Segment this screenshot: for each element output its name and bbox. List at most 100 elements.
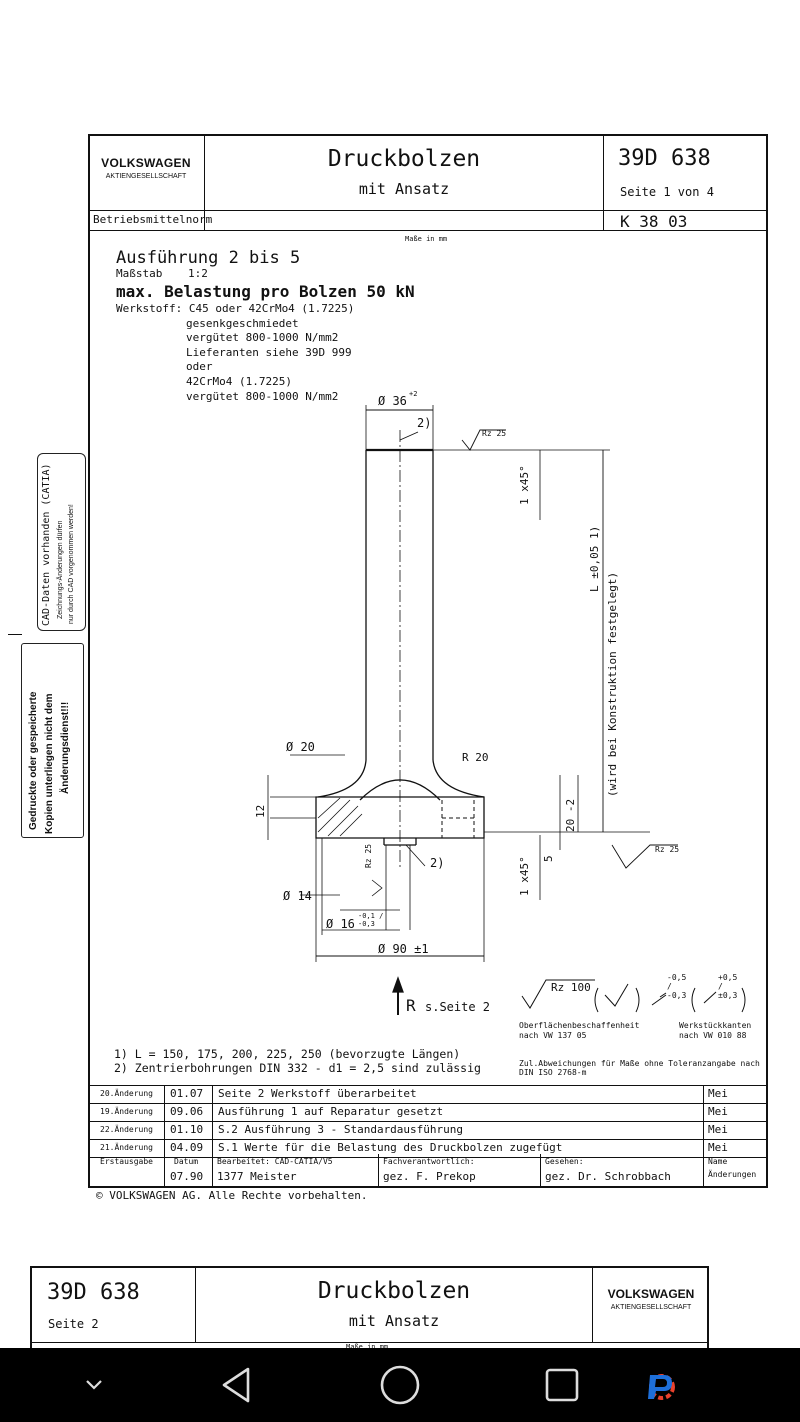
back-icon[interactable] (196, 1348, 276, 1422)
note-2-top: 2) (417, 416, 432, 430)
footer-col-divider (540, 1154, 541, 1187)
revision-by: Mei (708, 1141, 728, 1154)
seen-label: Gesehen: (545, 1157, 584, 1166)
page2-doc-number: 39D 638 (47, 1280, 140, 1305)
revision-name: 22.Änderung (100, 1125, 153, 1134)
view-r-label: R (406, 996, 416, 1015)
revision-row: 21.Änderung 04.09 S.1 Werte für die Bela… (88, 1140, 768, 1158)
revision-text: S.1 Werte für die Belastung des Druckbol… (218, 1141, 563, 1154)
revision-date: 09.06 (170, 1105, 204, 1118)
home-icon[interactable] (360, 1348, 440, 1422)
print-notice: Gedruckte oder gespeicherte Kopien unter… (21, 643, 84, 838)
footnote-2: 2) Zentrierbohrungen DIN 332 - d1 = 2,5 … (114, 1061, 481, 1075)
rz25-top: Rz 25 (482, 429, 507, 438)
side-tick (8, 634, 22, 635)
revision-col-divider (212, 1085, 213, 1187)
dim-r20: R 20 (462, 751, 489, 764)
brand-name: VOLKSWAGEN (101, 156, 191, 170)
revision-col-divider (703, 1085, 704, 1187)
brand-sub: AKTIENGESELLSCHAFT (105, 173, 187, 180)
length-note: (wird bei Konstruktion festgelegt) (606, 571, 619, 797)
revision-row: 19.Änderung 09.06 Ausführung 1 auf Repar… (88, 1104, 768, 1122)
revision-name: 19.Änderung (100, 1107, 153, 1116)
category-label: Betriebsmittelnorm (93, 213, 213, 226)
dim-dia20: Ø 20 (286, 740, 315, 754)
worked-label: Bearbeitet: CAD-CATIA/V5 (217, 1157, 333, 1166)
cad-notice-line: Zeichnungs-Änderungen dürfen (57, 520, 64, 619)
copyright: © VOLKSWAGEN AG. Alle Rechte vorbehalten… (96, 1189, 368, 1202)
revision-date: 01.10 (170, 1123, 204, 1136)
recents-icon[interactable] (522, 1348, 602, 1422)
revision-table: 20.Änderung 01.07 Seite 2 Werkstoff über… (88, 1086, 768, 1158)
responsible-value: gez. F. Prekop (383, 1170, 476, 1183)
changes-label: Änderungen (708, 1170, 757, 1179)
worked-value: 1377 Meister (217, 1170, 297, 1183)
dim-dia14: Ø 14 (283, 889, 312, 903)
material-line: Lieferanten siehe 39D 999 (186, 345, 352, 359)
page2-divider (195, 1266, 196, 1342)
page2-rule (30, 1342, 709, 1343)
revision-text: Seite 2 Werkstoff überarbeitet (218, 1087, 417, 1100)
revision-text: Ausführung 1 auf Reparatur gesetzt (218, 1105, 444, 1118)
note-2-bottom: 2) (430, 856, 445, 870)
date-label: Datum (174, 1157, 199, 1166)
name-label: Name (708, 1157, 728, 1166)
dim-dia16-tol: -0,1 / -0,3 (358, 912, 384, 928)
print-notice-line: Gedruckte oder gespeicherte (28, 691, 39, 830)
material-line: Werkstoff: C45 oder 42CrMo4 (1.7225) (116, 302, 355, 315)
chamfer-bottom: 1 x45° (518, 856, 531, 896)
material-line: gesenkgeschmiedet (186, 316, 299, 330)
revision-by: Mei (708, 1123, 728, 1136)
app-logo-icon[interactable] (620, 1348, 700, 1422)
dim-20: 20 -2 (564, 798, 577, 832)
footnote-1: 1) L = 150, 175, 200, 225, 250 (bevorzug… (114, 1047, 461, 1061)
material-line: oder (186, 360, 213, 374)
page2-divider (592, 1266, 593, 1342)
page2-title: Druckbolzen (317, 1278, 471, 1304)
edge-tol-2: +0,5 / ±0,3 (718, 973, 738, 1000)
revision-row: 22.Änderung 01.10 S.2 Ausführung 3 - Sta… (88, 1122, 768, 1140)
edge-tol-1: -0,5 / -0,3 (667, 973, 687, 1000)
revision-date: 01.07 (170, 1087, 204, 1100)
rz25-bottom-left: Rz 25 (364, 843, 373, 868)
revision-col-divider (164, 1085, 165, 1187)
cad-notice-title: CAD-Daten vorhanden (CATIA) (41, 463, 52, 626)
header-rule (88, 230, 768, 231)
revision-name: 20.Änderung (100, 1089, 153, 1098)
dim-dia90: Ø 90 ±1 (378, 942, 429, 956)
units-note: Maße in mm (405, 235, 448, 243)
rz25-bottom-right: Rz 25 (655, 845, 680, 854)
revision-date: 04.09 (170, 1141, 204, 1154)
chamfer-top: 1 x45° (518, 465, 531, 505)
page-info: Seite 1 von 4 (620, 185, 714, 199)
page2-page: Seite 2 (48, 1317, 99, 1331)
page2-subtitle: mit Ansatz (348, 1312, 440, 1330)
revision-text: S.2 Ausführung 3 - Standardausführung (218, 1123, 464, 1136)
chevron-down-icon[interactable] (54, 1348, 134, 1422)
revision-row: 20.Änderung 01.07 Seite 2 Werkstoff über… (88, 1086, 768, 1104)
variant-label: Ausführung 2 bis 5 (116, 248, 301, 268)
dim-12: 12 (254, 804, 267, 818)
material-line: vergütet 800-1000 N/mm2 (186, 331, 339, 345)
footer-col-divider (378, 1154, 379, 1187)
dim-top-tol: +2 (409, 390, 418, 398)
cad-notice-line: nur durch CAD vorgenommen werden! (68, 504, 75, 624)
page2-units-note: Maße in mm (346, 1343, 389, 1348)
print-notice-line: Kopien unterliegen nicht dem (44, 693, 55, 834)
revision-name: 21.Änderung (100, 1143, 153, 1152)
drawing-sheet (88, 134, 768, 1188)
rz100-label: Rz 100 (551, 981, 591, 994)
page2-sheet (30, 1266, 709, 1348)
scale-label: Maßstab (116, 267, 163, 280)
scale-value: 1:2 (188, 267, 208, 280)
max-load: max. Belastung pro Bolzen 50 kN (116, 282, 415, 301)
first-edition-label: Erstausgabe (100, 1157, 153, 1166)
revision-rule (88, 1085, 768, 1086)
surface-label-2: nach VW 137 05 (519, 1031, 587, 1040)
seen-value: gez. Dr. Schrobbach (545, 1170, 671, 1183)
dim-top-dia: Ø 36 (378, 394, 407, 408)
page2-brand-sub: AKTIENGESELLSCHAFT (610, 1304, 692, 1311)
date-value: 07.90 (170, 1170, 204, 1183)
header-divider (603, 134, 604, 230)
cad-notice: CAD-Daten vorhanden (CATIA) Zeichnungs-Ä… (37, 453, 86, 631)
